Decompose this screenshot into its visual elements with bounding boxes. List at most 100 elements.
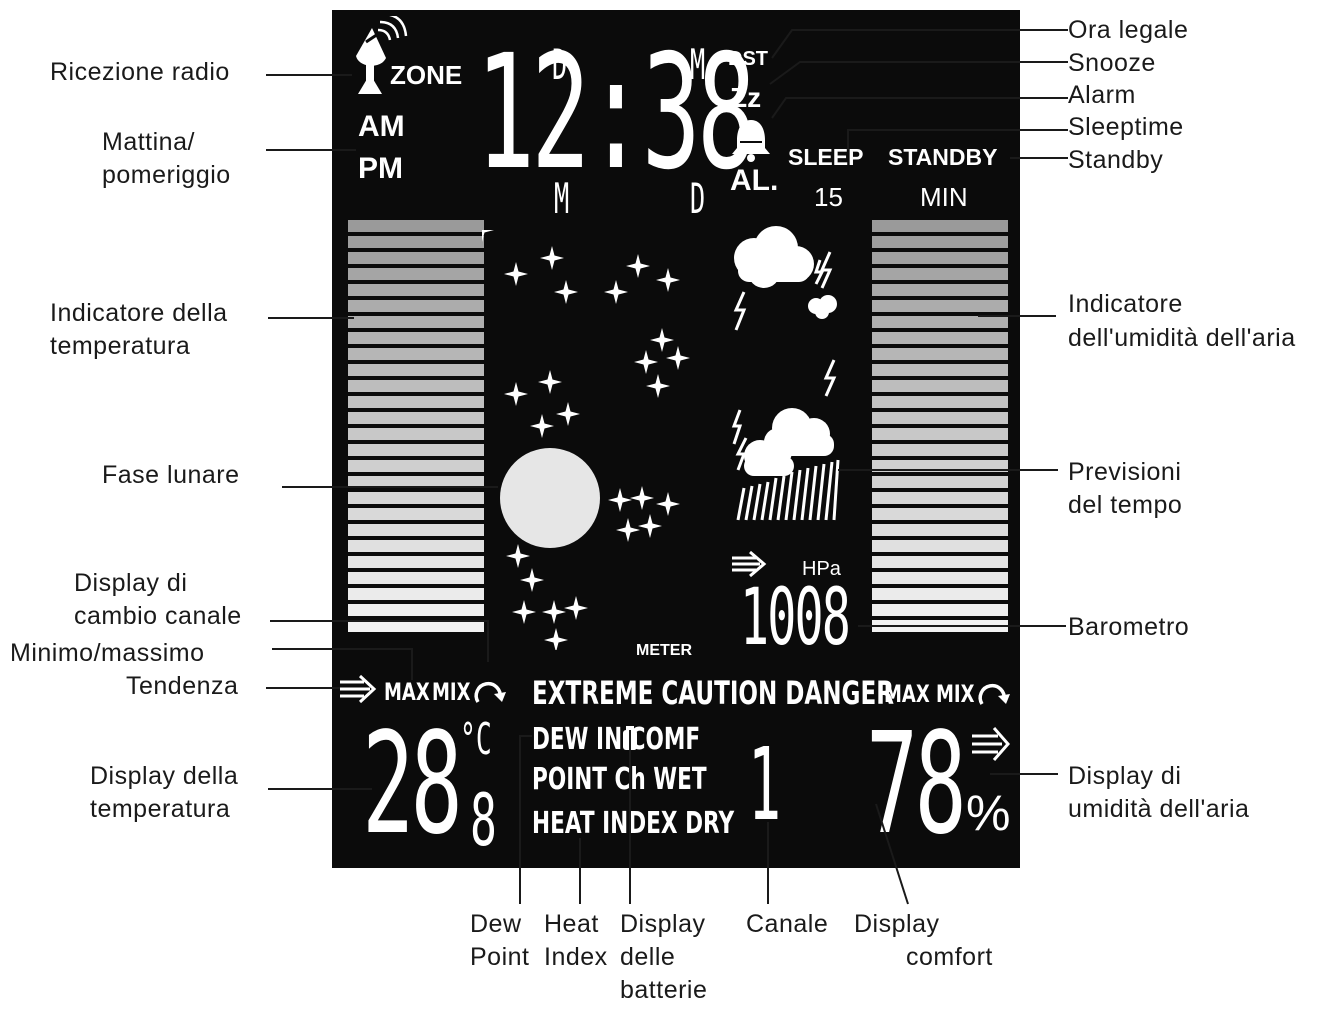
meter-label: METER xyxy=(636,642,692,659)
trend-arrows-icon xyxy=(340,674,377,704)
bar-segment xyxy=(348,332,484,344)
bar-segment xyxy=(348,412,484,424)
label-ora-legale: Ora legale xyxy=(1068,16,1189,44)
day-d-bottom: D xyxy=(690,174,706,223)
moon-icon xyxy=(500,448,600,548)
bar-segment xyxy=(872,380,1008,392)
bar-segment xyxy=(348,428,484,440)
heat-line: HEAT INDEX DRY xyxy=(532,806,735,841)
bar-segment xyxy=(872,412,1008,424)
star-icon xyxy=(482,230,494,242)
zone-label: ZONE xyxy=(390,60,463,90)
pressure-display: 1008 xyxy=(740,573,851,663)
bar-segment xyxy=(872,508,1008,520)
label-display-temp-1: Display della xyxy=(90,762,239,790)
label-display-comfort-1: Display xyxy=(854,910,940,938)
cloud-rain-icon xyxy=(744,408,834,476)
label-indicatore-umid-1: Indicatore xyxy=(1068,290,1183,318)
label-cambio-canale-2: cambio canale xyxy=(74,602,242,630)
bar-segment xyxy=(872,428,1008,440)
lcd-panel: ZONE AM PM 12:38 D M M D DST Zz AL. SLEE… xyxy=(332,10,1020,868)
cycle-arrow-icon xyxy=(978,683,1010,705)
bar-segment xyxy=(872,540,1008,552)
max-right-label: MAX xyxy=(884,680,930,708)
bar-segment xyxy=(348,364,484,376)
bar-segment xyxy=(348,268,484,280)
bar-segment xyxy=(348,220,484,232)
bar-segment xyxy=(348,604,484,616)
label-display-umid-1: Display di xyxy=(1068,762,1182,790)
label-mattina: Mattina/ xyxy=(102,128,195,156)
bar-segment xyxy=(348,524,484,536)
bar-segment xyxy=(872,220,1008,232)
antenna-icon xyxy=(356,16,408,94)
bar-segment xyxy=(872,476,1008,488)
lightning-icon xyxy=(731,251,837,471)
label-cambio-canale-1: Display di xyxy=(74,569,188,597)
label-tendenza: Tendenza xyxy=(126,672,239,700)
month-m-top: M xyxy=(690,40,706,89)
bar-segment xyxy=(348,316,484,328)
label-pomeriggio: pomeriggio xyxy=(102,161,231,189)
bell-icon xyxy=(732,120,770,162)
bar-segment xyxy=(348,588,484,600)
bar-segment xyxy=(872,444,1008,456)
sleep-value: 15 xyxy=(814,182,843,212)
label-barometro: Barometro xyxy=(1068,613,1190,641)
bar-segment xyxy=(872,364,1008,376)
channel-display: 1 xyxy=(748,726,782,843)
bar-segment xyxy=(348,284,484,296)
bar-segment xyxy=(872,252,1008,264)
pm-label: PM xyxy=(358,152,403,185)
temperature-unit: °C xyxy=(460,714,492,765)
bar-segment xyxy=(348,476,484,488)
label-dew: Dew xyxy=(470,910,522,938)
bar-segment xyxy=(348,556,484,568)
bar-segment xyxy=(348,300,484,312)
bar-segment xyxy=(872,284,1008,296)
standby-label: STANDBY xyxy=(888,144,998,170)
label-display-batterie-1: Display xyxy=(620,910,706,938)
label-display-temp-2: temperatura xyxy=(90,795,231,823)
bar-segment xyxy=(872,236,1008,248)
mix-left-label: MIX xyxy=(432,678,471,706)
temperature-display: 28 xyxy=(362,703,463,866)
bar-segment xyxy=(348,380,484,392)
label-point: Point xyxy=(470,943,530,971)
bar-segment xyxy=(348,252,484,264)
bar-segment xyxy=(872,332,1008,344)
sleep-label: SLEEP xyxy=(788,144,864,170)
bar-segment xyxy=(348,460,484,472)
hpa-unit: HPa xyxy=(802,558,841,580)
label-heat: Heat xyxy=(544,910,599,938)
label-display-umid-2: umidità dell'aria xyxy=(1068,795,1250,823)
bar-segment xyxy=(348,508,484,520)
humidity-bar-indicator xyxy=(872,220,1008,635)
humidity-display: 78 xyxy=(866,703,967,866)
bar-segment xyxy=(872,492,1008,504)
label-previsioni-1: Previsioni xyxy=(1068,458,1182,486)
trend-arrows-icon xyxy=(972,727,1010,761)
bar-segment xyxy=(348,572,484,584)
dst-label: DST xyxy=(728,48,768,70)
label-index: Index xyxy=(544,943,608,971)
alarm-label: AL. xyxy=(730,164,779,197)
trend-arrows-icon xyxy=(732,550,767,578)
bar-segment xyxy=(872,396,1008,408)
bar-segment xyxy=(348,620,484,632)
label-snooze: Snooze xyxy=(1068,49,1156,77)
star-field xyxy=(482,230,690,650)
standby-unit: MIN xyxy=(920,182,968,212)
mix-right-label: MIX xyxy=(936,680,975,708)
bar-segment xyxy=(872,316,1008,328)
percent-sign: % xyxy=(966,785,1011,841)
temperature-decimal: 8 xyxy=(470,778,497,862)
label-minimo-massimo: Minimo/massimo xyxy=(10,639,205,667)
label-indicatore-umid-2: dell'umidità dell'aria xyxy=(1068,324,1296,352)
bar-segment xyxy=(348,492,484,504)
bar-segment xyxy=(872,300,1008,312)
bar-segment xyxy=(348,236,484,248)
dew-line: DEW IN COMF xyxy=(532,722,701,757)
